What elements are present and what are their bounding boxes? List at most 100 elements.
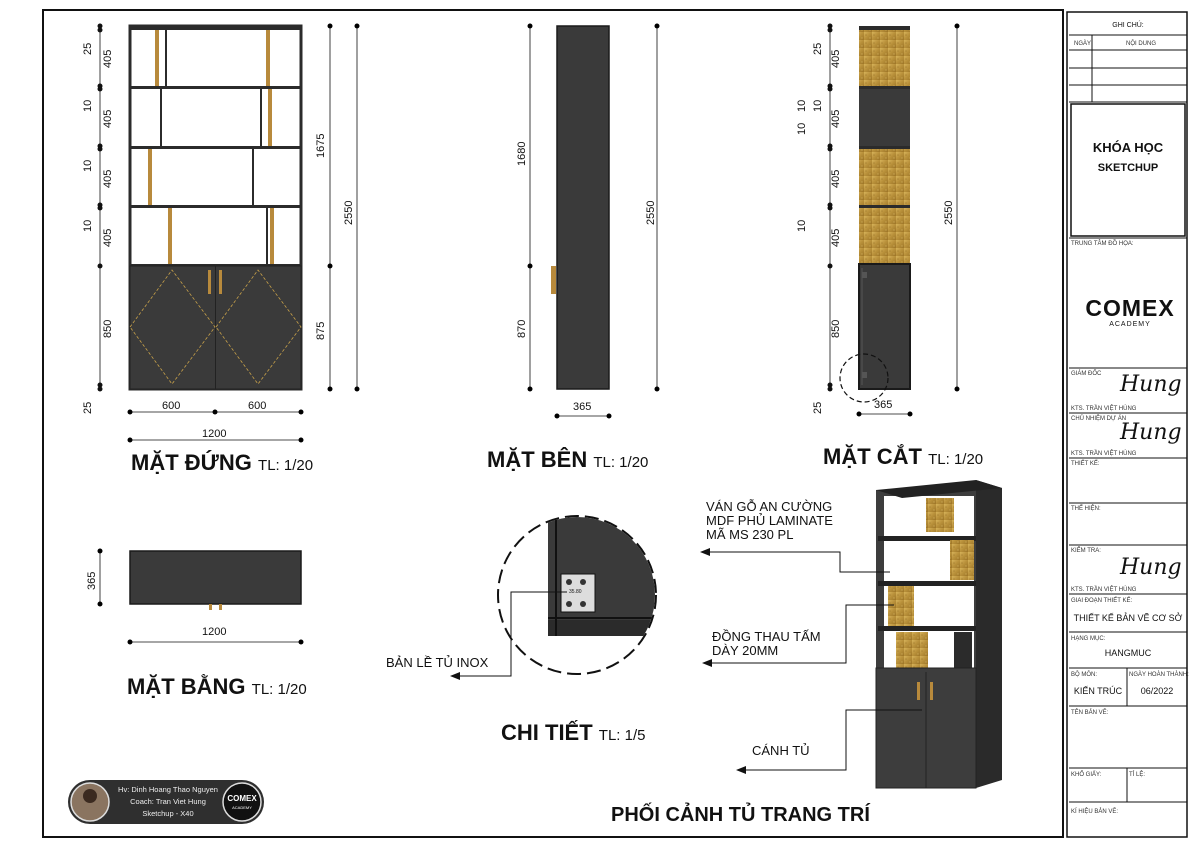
sheet-border: [42, 9, 1064, 838]
hinge-note: BẢN LỀ TỦ INOX: [386, 655, 489, 670]
hinge-spec-label: 35.80: [569, 589, 582, 595]
badge-logo: COMEX ACADEMY: [227, 794, 257, 810]
section-view-title: MẶT CẮT TL: 1/20: [823, 444, 984, 469]
dim-label: 2550: [943, 200, 955, 225]
divider: [160, 89, 162, 146]
perspective-title: PHỐI CẢNH TỦ TRANG TRÍ: [611, 804, 870, 826]
col-content: NỘI DUNG: [1126, 41, 1156, 47]
front-view-title: MẶT ĐỨNG TL: 1/20: [131, 450, 314, 475]
side-elevation: [527, 23, 660, 419]
gold-panel: [859, 149, 910, 205]
section-top: [859, 26, 910, 30]
title-block-frame: [1066, 11, 1188, 838]
divider: [266, 208, 268, 264]
door-swing-left: [129, 269, 216, 385]
section-view: [827, 23, 960, 417]
notes-header: GHI CHÚ:: [1112, 22, 1144, 29]
dim-label: 405: [830, 49, 842, 68]
dim-label: 10: [82, 159, 94, 172]
side-handle: [551, 266, 556, 294]
front-shelf: [130, 86, 301, 89]
dim-label: 10: [796, 122, 808, 135]
dim-label: 2550: [645, 200, 657, 225]
gold-panel: [896, 632, 928, 668]
brass-divider: [168, 208, 172, 264]
dim-label: 10: [82, 99, 94, 112]
signature: Hung: [1120, 555, 1182, 580]
door-handle: [208, 270, 211, 294]
brass-divider: [266, 30, 270, 86]
front-shelf: [130, 146, 301, 149]
dark-panel: [859, 89, 910, 146]
code-label: KÍ HIỆU BẢN VẼ:: [1071, 809, 1119, 815]
paper-label: KHỔ GIẤY:: [1071, 772, 1102, 778]
dim-label: 870: [516, 319, 528, 338]
dim-label: 405: [102, 49, 114, 68]
signature: Hung: [1120, 420, 1182, 445]
gold-panel: [859, 30, 910, 86]
dim-label: 850: [830, 319, 842, 338]
dim-label: 600: [248, 400, 267, 412]
door-handle: [219, 270, 222, 294]
brass-note: ĐỒNG THAU TẤM DÀY 20MM: [712, 629, 821, 658]
perspective-view: [700, 480, 1002, 789]
director-name: KTS. TRẦN VIỆT HÙNG: [1071, 406, 1137, 412]
dim-label: 10: [796, 99, 808, 112]
plan-handle: [219, 604, 222, 610]
dim-label: 1200: [202, 428, 227, 440]
brass-divider: [155, 30, 159, 86]
section-shelf: [859, 86, 910, 89]
brass-divider: [148, 149, 152, 205]
dim-label: 875: [315, 321, 327, 340]
dim-label: 405: [830, 109, 842, 128]
gold-panel: [950, 540, 974, 580]
draw-label: THỂ HIỆN:: [1071, 506, 1101, 512]
dim-label: 1675: [315, 133, 327, 158]
author-badge: [68, 780, 264, 824]
dim-label: 25: [812, 401, 824, 414]
dim-label: 25: [812, 42, 824, 55]
dept-label: BỘ MÔN:: [1071, 672, 1098, 678]
drawing-name-label: TÊN BẢN VẼ:: [1071, 710, 1109, 716]
director-label: GIÁM ĐỐC: [1071, 371, 1102, 377]
dim-label: 10: [796, 219, 808, 232]
front-top-shelf: [130, 26, 301, 30]
date-value: 06/2022: [1140, 686, 1174, 696]
front-shelf: [130, 205, 301, 208]
side-view-title: MẶT BÊN TL: 1/20: [487, 447, 649, 472]
gold-panel: [888, 586, 914, 626]
dim-label: 10: [812, 99, 824, 112]
gold-panel: [926, 498, 954, 532]
plan-view-title: MẶT BẰNG TL: 1/20: [127, 674, 307, 699]
front-elevation: [97, 23, 360, 443]
section-base: [858, 263, 911, 390]
dim-label: 25: [82, 401, 94, 414]
divider: [165, 30, 167, 86]
badge-logo-circle: [222, 782, 262, 822]
pm-label: CHỦ NHIỆM DỰ ÁN: [1071, 416, 1127, 422]
detail-view-title: CHI TIẾT TL: 1/5: [501, 720, 646, 745]
signature: Hung: [1120, 372, 1182, 397]
dim-label: 25: [82, 42, 94, 55]
hinge-detail-marker: [839, 353, 889, 403]
brass-divider: [260, 89, 262, 146]
dim-label: 2550: [343, 200, 355, 225]
dim-label: 405: [102, 109, 114, 128]
section-shelf: [859, 146, 910, 149]
course-name: KHÓA HỌC SKETCHUP: [1092, 140, 1164, 174]
item-label: HẠNG MỤC:: [1071, 636, 1106, 642]
center-label: TRUNG TÂM ĐỒ HỌA:: [1071, 241, 1134, 247]
date-label: NGÀY HOÀN THÀNH:: [1129, 672, 1189, 678]
gold-panel: [859, 208, 910, 264]
col-date: NGÀY: [1074, 41, 1092, 47]
item-value: HANGMUC: [1104, 648, 1152, 658]
brass-divider: [268, 89, 272, 146]
comex-logo: COMEX ACADEMY: [1085, 295, 1175, 328]
door-note: CÁNH TỦ: [752, 743, 810, 758]
dim-label: 850: [102, 319, 114, 338]
check-label: KIỂM TRA:: [1071, 548, 1101, 554]
dim-label: 365: [86, 571, 98, 590]
plan-top: [129, 550, 302, 605]
dim-label: 600: [162, 400, 181, 412]
